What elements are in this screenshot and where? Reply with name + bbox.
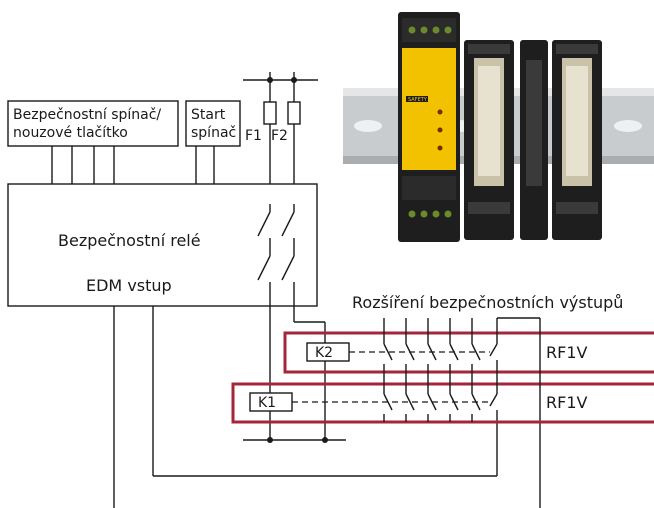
start-switch-label-line2: spínač	[191, 125, 236, 141]
coil-k2-label: K2	[315, 345, 333, 361]
module-k2-border	[283, 331, 654, 374]
supply-lines	[243, 72, 318, 204]
safety-switch-wires	[51, 146, 115, 184]
expansion-relay-3	[552, 40, 602, 240]
safety-relay-box	[7, 183, 318, 307]
expansion-relay-2	[520, 40, 548, 240]
fuse-f1	[263, 101, 277, 125]
module-k1-border	[231, 382, 654, 424]
yellow-safety-relay: SAFETY	[398, 12, 460, 242]
expansion-title: Rozšíření bezpečnostních výstupů	[352, 293, 623, 312]
edm-input-label: EDM vstup	[86, 276, 172, 295]
output-wiring	[113, 306, 541, 508]
relay-internal-contacts	[257, 204, 295, 306]
fuse-f2-label: F2	[271, 128, 288, 144]
k2-contacts	[383, 317, 541, 394]
device-brand-label: SAFETY	[408, 97, 428, 103]
start-switch-label-line1: Start	[191, 107, 226, 123]
start-switch-box	[185, 100, 241, 147]
safety-relay-title: Bezpečnostní relé	[58, 231, 201, 250]
safety-switch-box	[7, 100, 179, 147]
module-bottom-label: RF1V	[546, 393, 588, 412]
expansion-relay-1	[464, 40, 514, 240]
module-top-label: RF1V	[546, 343, 588, 362]
product-photo: SAFETY	[343, 12, 654, 242]
start-switch-wires	[195, 146, 215, 184]
coil-k1-label: K1	[258, 395, 276, 411]
safety-switch-label-line1: Bezpečnostní spínač/	[13, 107, 161, 123]
fuse-f2	[287, 101, 301, 125]
k1-contacts	[383, 340, 541, 422]
fuse-f1-label: F1	[245, 128, 262, 144]
safety-switch-label-line2: nouzové tlačítko	[13, 125, 128, 141]
